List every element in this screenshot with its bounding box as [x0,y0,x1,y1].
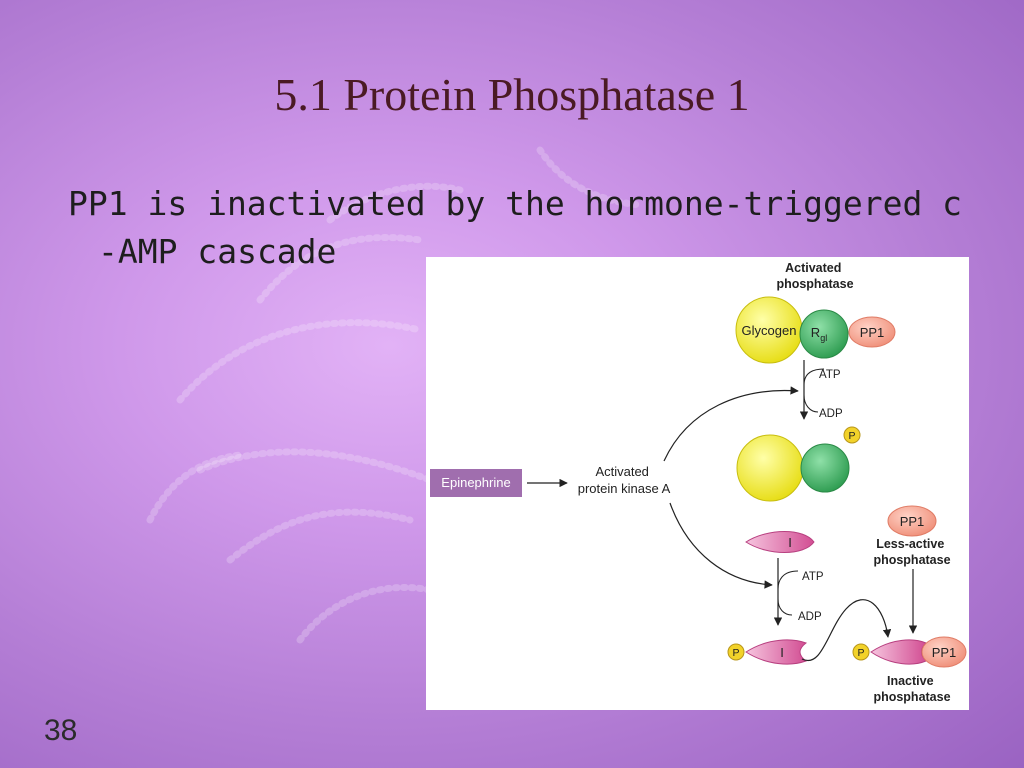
phosphorylated-inhibitor [745,639,808,665]
bullet-line-2: -AMP cascade [98,232,337,271]
inhibitor-protein [745,531,815,553]
less-active-phosphatase-label: Less-active phosphatase [873,537,950,567]
pp1-top [848,316,896,348]
phosphate-middle [843,426,861,444]
pp1-regulation-diagram: Activated phosphatase Glycogen Rgl PP1 A… [426,257,969,710]
pp1-inactive [921,636,967,668]
phosphorylated-inhibitor-label: I [780,645,784,660]
epinephrine-box [430,469,522,497]
activated-pka-label: Activated protein kinase A [578,464,671,496]
glycogen-label: Glycogen [742,323,797,338]
atp-label-top: ATP [819,369,841,381]
bullet-text: PP1 is inactivated by the hormone-trigge… [68,180,988,276]
pp1-inactive-label: PP1 [932,645,957,660]
bullet-line-1: PP1 is inactivated by the hormone-trigge… [68,184,963,223]
pka-to-top-arrow [663,386,799,462]
phosphate-inhibitor-label: P [732,647,739,659]
rgl-subunit-top [799,309,849,359]
glycogen-ball-middle [736,434,804,502]
pp1-released [887,505,937,537]
rgl-subunit-middle [800,443,850,493]
adp-label-bottom: ADP [798,611,822,623]
atp-label-bottom: ATP [802,571,824,583]
adp-label-top: ADP [819,408,843,420]
phosphate-inactive [852,643,870,661]
pka-to-bottom-arrow [669,502,773,589]
inhibitor-label: I [788,535,792,550]
phosphate-inhibitor [727,643,745,661]
pp1-released-label: PP1 [900,514,925,529]
epinephrine-label: Epinephrine [441,475,510,490]
rgl-label: Rgl [811,325,827,343]
inhibitor-binding-arrow [801,599,892,662]
slide-number: 38 [44,714,78,747]
inhibitor-bound [870,639,927,665]
activated-phosphatase-label: Activated phosphatase [776,261,853,291]
inactive-phosphatase-label: Inactive phosphatase [873,674,950,704]
pp1-top-label: PP1 [860,325,885,340]
slide-title: 5.1 Protein Phosphatase 1 [274,69,750,120]
phosphate-inactive-label: P [857,647,864,659]
phosphate-middle-label: P [848,430,855,442]
